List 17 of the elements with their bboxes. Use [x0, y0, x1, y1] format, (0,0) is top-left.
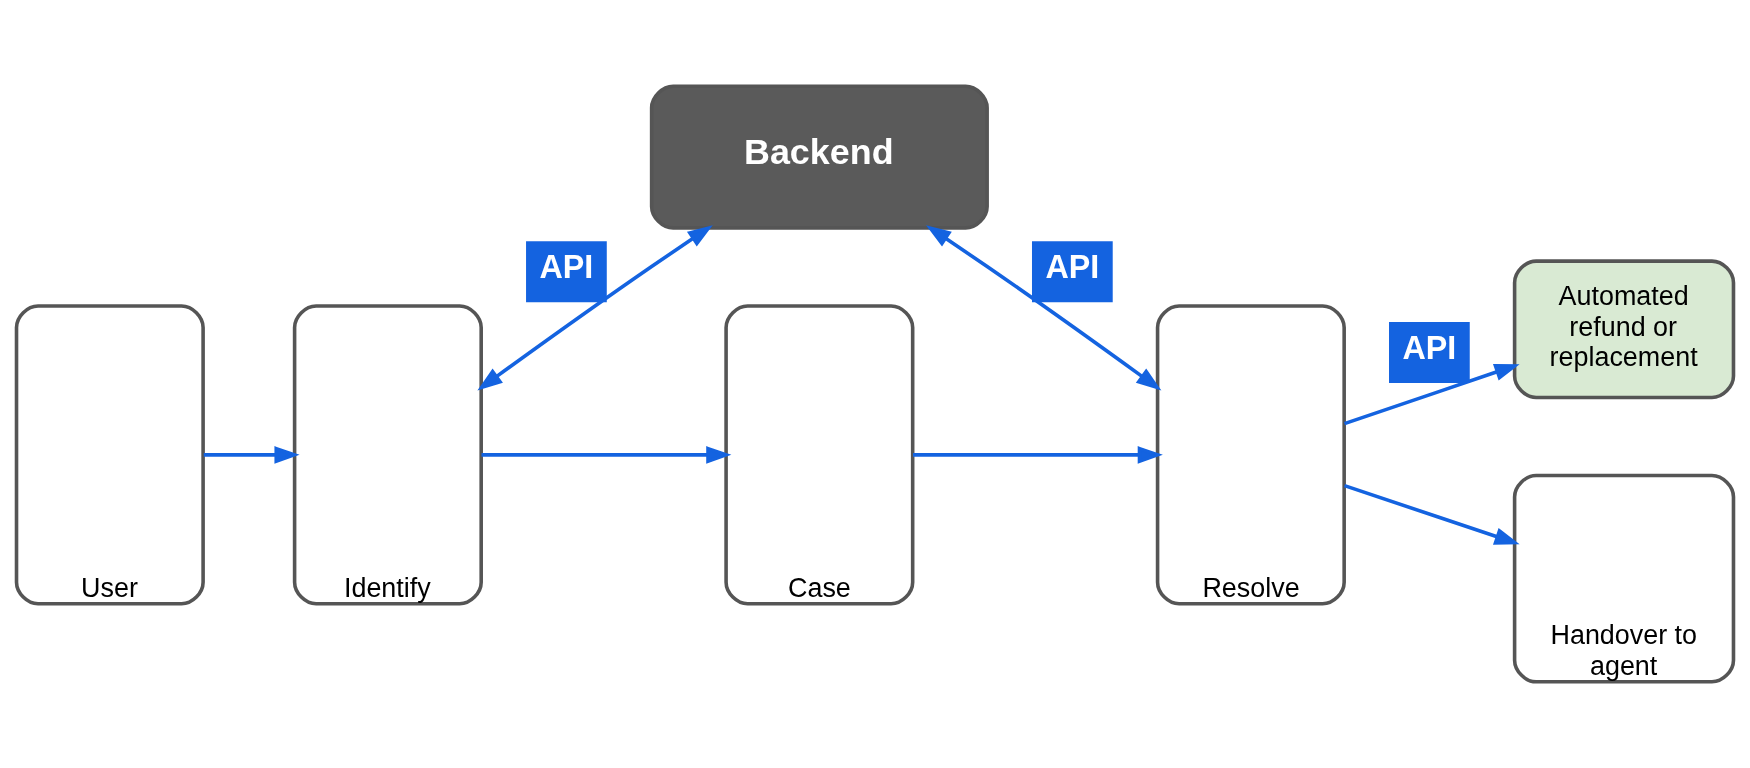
node-box: Handover to agent	[1512, 473, 1736, 684]
node-box: Resolve	[1155, 304, 1346, 606]
edge-label: API	[1402, 329, 1457, 366]
arrow	[1343, 363, 1520, 426]
arrow	[926, 225, 1162, 391]
edge-label: API	[1045, 248, 1100, 285]
arrow	[477, 225, 713, 391]
edge-label: API	[539, 248, 594, 285]
node-box: Backend	[649, 84, 989, 230]
node-box: Automated refund or replacement	[1512, 259, 1736, 400]
node-box: Identify	[292, 304, 483, 606]
node-box: Case	[724, 304, 915, 606]
node-box: User	[14, 304, 205, 606]
arrow	[912, 446, 1163, 464]
arrow	[1343, 483, 1520, 545]
arrow	[481, 446, 732, 464]
arrow	[203, 446, 300, 464]
